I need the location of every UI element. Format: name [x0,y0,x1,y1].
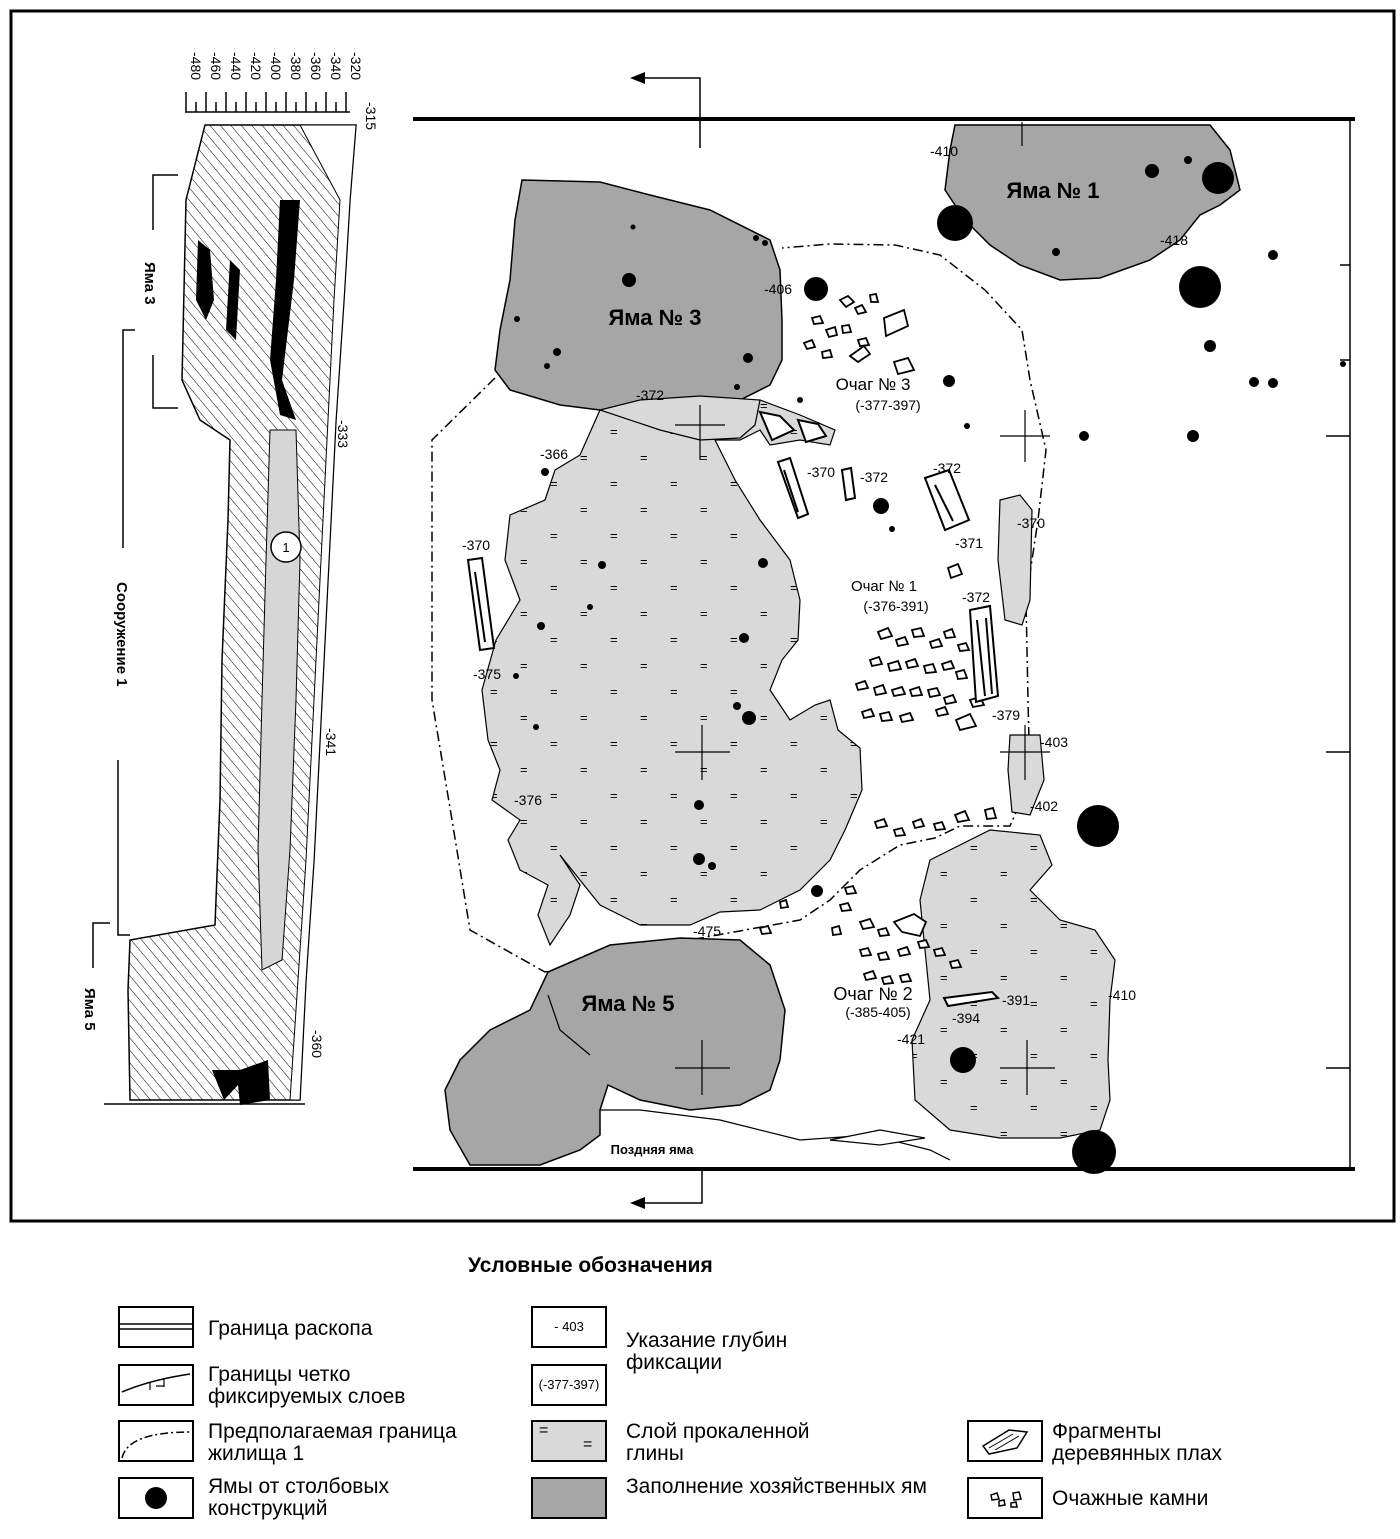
legend-swatch-pit-fill [531,1477,607,1519]
legend-swatch-excavation-boundary [118,1306,194,1348]
legend-hearth-stones: Очажные камни [1052,1487,1209,1510]
section-label-pit3: Яма 3 [141,262,158,305]
scale-tick-label: -360 [308,52,324,80]
section-calcined-clay [257,429,301,971]
legend-swatch-wood-fragments [967,1420,1043,1462]
depth-label: -410 [930,143,958,159]
legend-excavation-boundary: Граница раскопа [208,1317,373,1340]
depth-label: -370 [807,464,835,480]
legend-swatch-depth-single: - 403 [531,1306,607,1348]
depth-label: -372 [860,469,888,485]
legend-pit-fill: Заполнение хозяйственных ям [626,1475,927,1498]
stratigraphic-section: -320 -340 -360 -380 -400 -420 -440 -460 … [81,52,379,1105]
scale-tick-label: -480 [188,52,204,80]
calcined-clay-strip [1007,734,1045,816]
dwelling-boundary [431,243,1047,973]
late-pit-outline [600,1109,951,1161]
section-label-pit5: Яма 5 [81,988,98,1031]
legend-swatch-depth-range: (-377-397) [531,1364,607,1406]
depth-label: -366 [540,446,568,462]
depth-label: -370 [462,537,490,553]
section-upper-layer [289,124,357,1101]
depth-label: -372 [962,589,990,605]
wood-plank-fragments [466,410,1001,1008]
depth-label: -379 [992,707,1020,723]
pit-3 [494,179,783,411]
depth-label: -475 [693,923,721,939]
section-mark: -333 [335,420,351,448]
section-dark-lens [226,260,240,340]
depth-label: -418 [1160,232,1188,248]
scale-tick-label: -400 [268,52,284,80]
legend-swatch-layer-boundaries [118,1364,194,1406]
post-holes [513,156,1346,1174]
depth-label: -375 [473,666,501,682]
legend-post-holes: Ямы от столбовых конструкций [208,1475,390,1520]
pit-1-label: Яма № 1 [1006,178,1099,203]
depth-label: -372 [636,387,664,403]
section-dark-lens [270,200,300,420]
section-mark: -360 [309,1030,325,1058]
depth-label: -372 [933,460,961,476]
legend-wood-fragments: Фрагменты деревянных плах [1052,1420,1223,1465]
section-label-structure1: Сооружение 1 [113,582,130,687]
depth-label: -376 [514,792,542,808]
section-circle-number: 1 [282,540,289,555]
scale-tick-label: -380 [288,52,304,80]
grid-crosses [675,122,1055,1095]
legend-depth-marks: Указание глубин фиксации [626,1329,788,1374]
legend-calcined-clay: Слой прокаленной глины [626,1420,810,1465]
calcined-clay-main-marks [482,400,862,945]
pit-5 [444,937,786,1166]
hearth-1-range: (-376-391) [863,598,928,614]
scale-tick-label: -320 [348,52,364,80]
section-circle-marker [270,531,302,563]
scale-tick-label: -460 [208,52,224,80]
figure-frame [9,9,1396,1223]
section-mark: -315 [363,102,379,130]
depth-label: -406 [764,281,792,297]
legend-layer-boundaries: Границы четко фиксируемых слоев [208,1363,406,1408]
section-arrow-top [645,77,701,148]
depth-label: -421 [897,1031,925,1047]
hearth-2-label: Очаг № 2 [833,984,912,1004]
legend-swatch-calcined-clay: = = [531,1420,607,1462]
depth-label: -410 [1108,987,1136,1003]
section-dark-lens [212,1060,270,1105]
hearth-1-label: Очаг № 1 [851,578,917,595]
excavation-plan: Яма № 1 Яма № 3 Яма № 5 Поздняя яма Очаг… [413,72,1355,1209]
pit-5-label: Яма № 5 [581,991,674,1016]
hearth-stones [758,292,998,985]
section-mark: -341 [323,728,339,756]
legend-swatch-hearth-stones [967,1477,1043,1519]
depth-label: -403 [1040,734,1068,750]
legend-dwelling-boundary: Предполагаемая граница жилища 1 [208,1420,457,1465]
legend-swatch-dwelling-boundary [118,1420,194,1462]
late-pit-label: Поздняя яма [611,1142,694,1157]
depth-label: -371 [955,535,983,551]
calcined-clay-southeast-marks [912,830,1115,1138]
legend-title: Условные обозначения [468,1254,713,1277]
section-arrow-bottom [645,1170,703,1204]
hearth-3-range: (-377-397) [855,397,920,413]
legend-swatch-post-holes [118,1477,194,1519]
scale-tick-label: -420 [248,52,264,80]
section-dark-lens [196,240,214,320]
depth-label: -370 [1017,515,1045,531]
calcined-clay-strip [997,494,1033,626]
pit-3-label: Яма № 3 [608,305,701,330]
hearth-2-range: (-385-405) [845,1004,910,1020]
hearth-3-label: Очаг № 3 [836,375,911,394]
depth-label: -394 [952,1010,980,1026]
scale-tick-label: -440 [228,52,244,80]
depth-label: -402 [1030,798,1058,814]
scale-tick-label: -340 [328,52,344,80]
pit-3-clay-edge [597,395,761,441]
depth-label: -391 [1002,992,1030,1008]
